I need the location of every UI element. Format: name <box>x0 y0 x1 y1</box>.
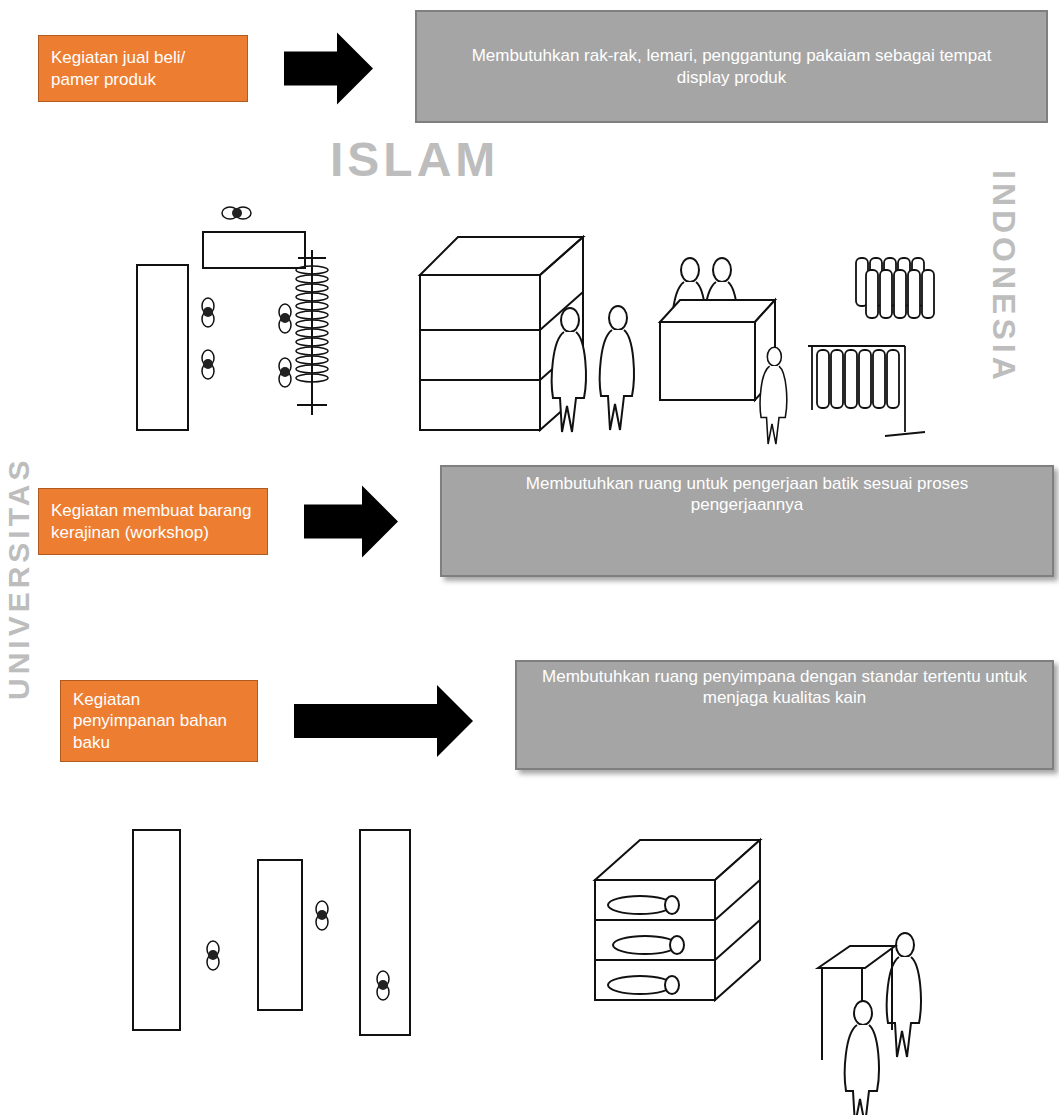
watermark-text: UNIVERSITAS <box>2 457 36 700</box>
box-text: Membutuhkan ruang untuk pengerjaan batik… <box>472 473 1022 516</box>
box-text: Membutuhkan ruang penyimpana dengan stan… <box>541 666 1028 709</box>
watermark-text: INDONESIA <box>985 170 1022 384</box>
box-text: Membutuhkan rak-rak, lemari, penggantung… <box>457 45 1006 88</box>
box-text: Kegiatan jual beli/ pamer produk <box>51 47 235 90</box>
box-text: Kegiatan penyimpanan bahan baku <box>73 689 245 753</box>
box-text: Kegiatan membuat barang kerajinan (works… <box>51 500 255 543</box>
activity-box: Kegiatan penyimpanan bahan baku <box>60 680 258 762</box>
watermark-text: ISLAM <box>330 132 499 187</box>
requirement-box: Membutuhkan rak-rak, lemari, penggantung… <box>415 10 1048 123</box>
block-arrow <box>304 486 398 558</box>
activity-box: Kegiatan membuat barang kerajinan (works… <box>38 488 268 555</box>
activity-box: Kegiatan jual beli/ pamer produk <box>38 35 248 102</box>
block-arrow <box>294 685 473 757</box>
block-arrow <box>284 33 373 105</box>
sketch-lines <box>137 232 583 430</box>
requirement-box: Membutuhkan ruang penyimpana dengan stan… <box>515 660 1054 770</box>
requirement-box: Membutuhkan ruang untuk pengerjaan batik… <box>440 465 1054 577</box>
